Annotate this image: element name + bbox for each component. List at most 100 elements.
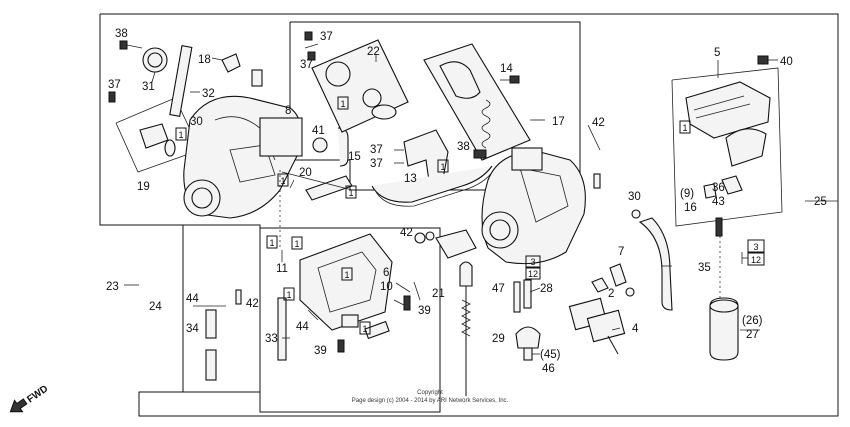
screw-37a	[108, 91, 116, 103]
callout-20: 20	[299, 167, 312, 179]
boxed-label: 12	[528, 269, 538, 279]
callout-11: 11	[276, 263, 288, 275]
callout-16: 16	[684, 202, 697, 214]
callout-37: 37	[370, 144, 383, 156]
callout-40: 40	[780, 56, 793, 68]
callout-38: 38	[115, 28, 128, 40]
callout-41: 41	[312, 125, 325, 137]
callout-32: 32	[202, 88, 215, 100]
callout-42: 42	[246, 298, 259, 310]
screw-42b	[235, 289, 242, 305]
boxed-label: 3	[530, 257, 535, 267]
callout-34: 34	[186, 323, 199, 335]
callout-14: 14	[500, 63, 513, 75]
jet-46	[523, 347, 533, 361]
callout-17: 17	[552, 116, 565, 128]
lever-19	[139, 123, 169, 149]
hose-35	[638, 217, 673, 311]
plug-29	[515, 326, 541, 349]
callout-22: 22	[367, 46, 380, 58]
float-bowl-frame	[183, 224, 261, 393]
callout-numbers: 38 31 18 32 37 30 19 8 41 15 20 11 37 37…	[106, 28, 827, 375]
callout-24: 24	[149, 301, 162, 313]
boxed-label: 1	[178, 130, 183, 140]
callout-21: 21	[432, 288, 445, 300]
callout-42: 42	[592, 117, 605, 129]
tube-32	[169, 45, 193, 117]
cable-13	[371, 165, 493, 203]
callout-39: 39	[418, 305, 431, 317]
diaphragm-22	[311, 39, 409, 133]
boxed-label: 1	[294, 239, 299, 249]
main-assembly-frame	[99, 13, 839, 417]
callout-23: 23	[106, 281, 119, 293]
callout-47: 47	[492, 283, 505, 295]
callout-42: 42	[400, 227, 413, 239]
callout-43: 43	[712, 196, 725, 208]
float-bowl-6	[299, 233, 393, 331]
callout-15: 15	[348, 151, 361, 163]
pin-2	[591, 277, 609, 293]
lever-36	[725, 128, 767, 167]
callout-7: 7	[618, 246, 624, 258]
bracket-near-21	[435, 229, 477, 259]
filter-27	[709, 297, 739, 361]
leader-lines	[126, 43, 778, 355]
callout-26: (26)	[742, 315, 763, 327]
drain-screw-39a	[403, 295, 411, 311]
drain-screw-39b	[337, 339, 345, 353]
boxed-label: 1	[269, 238, 274, 248]
callout-27: 27	[746, 329, 759, 341]
callout-25: 25	[814, 196, 827, 208]
callout-37: 37	[370, 158, 383, 170]
fitting-41	[312, 137, 328, 153]
callout-9: (9)	[680, 188, 694, 200]
callout-44: 44	[296, 321, 309, 333]
callout-13: 13	[404, 173, 417, 185]
fwd-label: FWD	[25, 383, 50, 405]
boxed-label: 1	[440, 162, 445, 172]
boxed-label: 1	[280, 176, 285, 186]
callout-37: 37	[300, 59, 313, 71]
needle-jet-21	[459, 261, 473, 287]
screw-3-12	[715, 217, 723, 237]
hose-34a	[205, 309, 217, 339]
clip-30b	[631, 209, 641, 219]
boxed-label: 1	[348, 188, 353, 198]
screw-37c	[307, 51, 316, 61]
callout-19: 19	[137, 181, 150, 193]
choke-assembly-8	[259, 117, 303, 157]
callout-18: 18	[198, 54, 211, 66]
bracket-18	[221, 53, 241, 73]
copyright-notice: Page design (c) 2004 - 2014 by ARI Netwo…	[352, 398, 509, 404]
spring-17	[481, 99, 491, 149]
boxed-label: 12	[751, 255, 761, 265]
callout-44: 44	[186, 293, 199, 305]
jet-28	[523, 279, 532, 309]
callout-37: 37	[108, 79, 121, 91]
screw-37b	[304, 31, 313, 41]
valve-7	[609, 263, 627, 287]
spring-part	[251, 69, 263, 87]
boxed-label: 1	[362, 324, 367, 334]
callout-45: (45)	[540, 349, 561, 361]
boxed-label: 3	[753, 242, 758, 252]
callout-31: 31	[142, 81, 155, 93]
screw-42a	[593, 173, 601, 189]
callout-36: 36	[712, 182, 725, 194]
callout-37: 37	[320, 31, 333, 43]
screw-40	[757, 55, 769, 65]
copyright-title: Copyright	[417, 390, 443, 396]
callout-46: 46	[542, 363, 555, 375]
callout-30: 30	[628, 191, 641, 203]
jet-47	[513, 281, 521, 313]
callout-2: 2	[608, 288, 614, 300]
callout-10: 10	[380, 281, 393, 293]
callout-29: 29	[492, 333, 505, 345]
callout-6: 6	[383, 267, 389, 279]
callout-35: 35	[698, 262, 711, 274]
fwd-indicator: FWD	[9, 383, 50, 413]
hose-34b	[205, 349, 217, 381]
callout-39: 39	[314, 345, 327, 357]
callout-5: 5	[714, 47, 720, 59]
